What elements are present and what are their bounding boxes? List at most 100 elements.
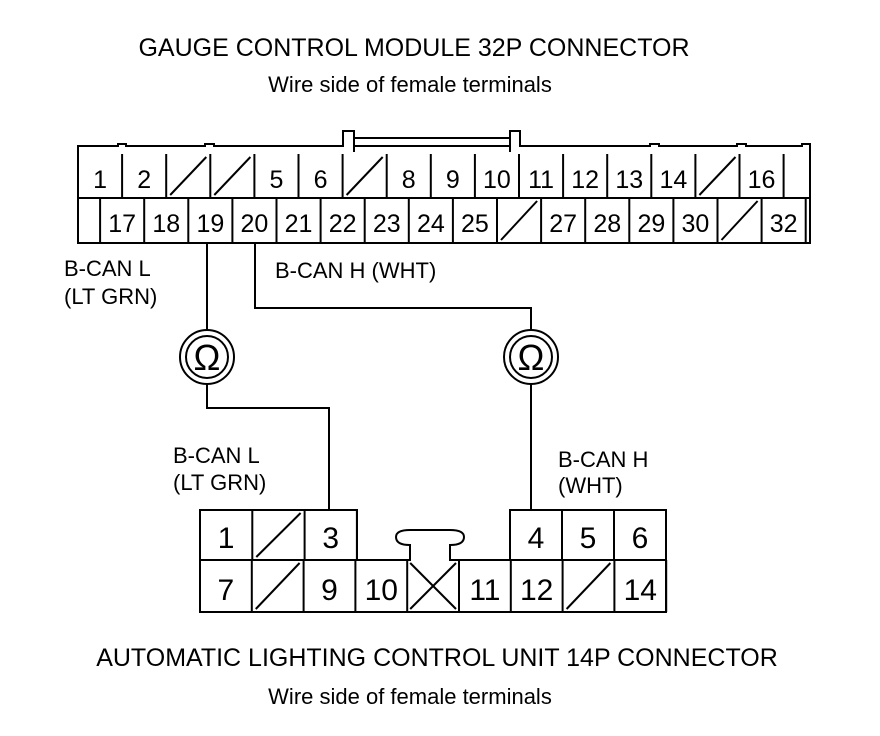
- pin14-row1-cell: 1: [218, 510, 254, 560]
- pin32-row1-cell: 12: [571, 154, 609, 198]
- ohmmeter-left: Ω: [179, 329, 235, 385]
- pin32-row2-cell: 22: [329, 198, 366, 243]
- top-connector-title: GAUGE CONTROL MODULE 32P CONNECTOR: [138, 34, 689, 62]
- pin14-row2-cell: [255, 560, 305, 612]
- pin-number: 8: [402, 166, 416, 194]
- pin32-row1-cell: 9: [446, 154, 476, 198]
- pin-number: 9: [321, 574, 338, 607]
- pin32-row2-cell: 25: [461, 198, 498, 243]
- pin-number: 27: [549, 210, 577, 238]
- pin-number: 10: [483, 166, 511, 194]
- label-bcan-h-bottom-1: B-CAN H: [558, 447, 648, 472]
- pin14-row2-cell: 10: [365, 560, 409, 612]
- pin14-row2-cell: 12: [520, 560, 564, 612]
- connector-14p-row1: 1 3 4 5 6: [218, 510, 667, 560]
- pin32-row1-cell: 14: [659, 154, 697, 198]
- top-connector-subtitle: Wire side of female terminals: [268, 72, 552, 97]
- connector-32p: [77, 130, 811, 244]
- bottom-connector-title: AUTOMATIC LIGHTING CONTROL UNIT 14P CONN…: [96, 644, 778, 672]
- pin32-row2-cell: 21: [285, 198, 322, 243]
- pin32-row1-cell: 16: [748, 154, 785, 198]
- label-bcan-l-bottom-2: (LT GRN): [173, 470, 266, 495]
- pin-number: 17: [108, 210, 136, 238]
- pin32-row1-cell: [213, 154, 256, 198]
- pin14-row1-cell: 3: [322, 510, 358, 560]
- pin32-row2-cell: 28: [593, 198, 631, 243]
- blank-cavity-slash: [565, 562, 612, 610]
- pin32-row1-cell: [169, 154, 212, 198]
- pin-number: 21: [285, 210, 313, 238]
- pin-number: 12: [520, 574, 553, 607]
- pin-number: 3: [322, 522, 339, 555]
- pin-number: 18: [152, 210, 180, 238]
- pin32-row1-cell: 11: [528, 154, 565, 198]
- bottom-connector-subtitle: Wire side of female terminals: [268, 684, 552, 709]
- pin-number: 6: [632, 522, 649, 555]
- pin-number: 13: [615, 166, 643, 194]
- wire-bcan-l-bottom: [206, 384, 330, 510]
- pin-number: 19: [196, 210, 224, 238]
- pin-number: 28: [593, 210, 621, 238]
- blank-cavity-slash: [169, 156, 208, 196]
- pin32-row2-cell: [500, 198, 543, 243]
- ohmmeter-right: Ω: [503, 329, 559, 385]
- pin14-row1-cell: [255, 510, 306, 560]
- label-bcan-l-bottom-1: B-CAN L: [173, 443, 260, 468]
- wires: [206, 243, 532, 510]
- pin-number: 16: [748, 166, 776, 194]
- pin32-row1-cell: 2: [137, 154, 168, 198]
- pin32-row1-cell: 1: [93, 154, 124, 198]
- pin-number: 10: [365, 574, 398, 607]
- pin-number: 2: [137, 166, 151, 194]
- pin32-row2-cell: 29: [637, 198, 675, 243]
- pin32-row2-cell: 19: [196, 198, 234, 243]
- pin-number: 9: [446, 166, 460, 194]
- pin32-row2-cell: 20: [241, 198, 278, 243]
- pin14-row1-cell: 4: [528, 510, 563, 560]
- pin14-row2-cell: 14: [624, 560, 668, 612]
- pin-number: 1: [93, 166, 107, 194]
- pin-number: 32: [770, 210, 798, 238]
- label-bcan-l-top-2: (LT GRN): [64, 284, 157, 309]
- pin32-row1-cell: 13: [615, 154, 653, 198]
- pin14-row1-cell: 5: [580, 510, 615, 560]
- pin32-row2-cell: 24: [417, 198, 454, 243]
- label-bcan-h-bottom-2: (WHT): [558, 473, 623, 498]
- pin32-row1-cell: [345, 154, 388, 198]
- pin32-row2-cell: 18: [152, 198, 190, 243]
- pin32-row1-cell: 6: [314, 154, 344, 198]
- pin32-row1-cell: 8: [402, 154, 432, 198]
- connector-32p-body: [77, 130, 811, 244]
- connector-14p-body: [199, 509, 667, 613]
- pin-number: 14: [624, 574, 657, 607]
- pin-number: 23: [373, 210, 401, 238]
- pin-number: 4: [528, 522, 545, 555]
- pin-number: 5: [580, 522, 597, 555]
- pin32-row1-cell: 10: [483, 154, 520, 198]
- pin32-row1-cell: [698, 154, 741, 198]
- pin-number: 6: [314, 166, 328, 194]
- label-bcan-h-top: B-CAN H (WHT): [275, 258, 436, 283]
- blank-cavity-slash: [698, 156, 737, 196]
- label-bcan-l-top-1: B-CAN L: [64, 256, 151, 281]
- pin-number: 11: [469, 574, 500, 607]
- pin14-row2-cell: 11: [469, 560, 512, 612]
- pin14-row2-cell: [565, 560, 616, 612]
- pin32-row2-cell: [720, 198, 763, 243]
- pin-number: 24: [417, 210, 445, 238]
- blank-cavity-slash: [255, 512, 302, 558]
- pin-number: 20: [241, 210, 269, 238]
- pin32-row2-cell: 23: [373, 198, 410, 243]
- blank-cavity-slash: [255, 562, 301, 610]
- pin14-row1-cell: 6: [632, 510, 667, 560]
- blank-cavity-slash: [500, 200, 538, 241]
- pin14-row2-cell: [409, 560, 460, 612]
- pin-number: 12: [571, 166, 599, 194]
- connector-14p: [199, 509, 667, 613]
- pin-number: 5: [269, 166, 283, 194]
- pin-number: 7: [218, 574, 235, 607]
- pin32-row1-cell: 5: [269, 154, 300, 198]
- pin-number: 22: [329, 210, 357, 238]
